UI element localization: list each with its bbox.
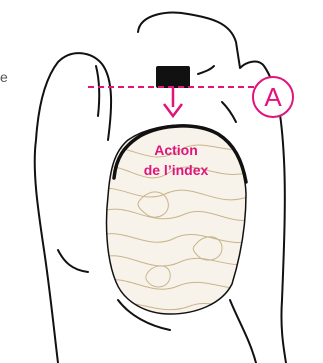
callout-letter: A: [264, 82, 282, 112]
action-label-line2: de l’index: [144, 162, 209, 178]
palm-line-right: [230, 300, 256, 363]
finger-crease-1: [198, 66, 214, 74]
thumb-crease: [58, 250, 88, 272]
finger-crease-2: [222, 102, 236, 122]
thumb-tip-curve: [96, 66, 99, 116]
action-label-line1: Action: [154, 142, 198, 158]
sensor-block: [156, 66, 190, 88]
